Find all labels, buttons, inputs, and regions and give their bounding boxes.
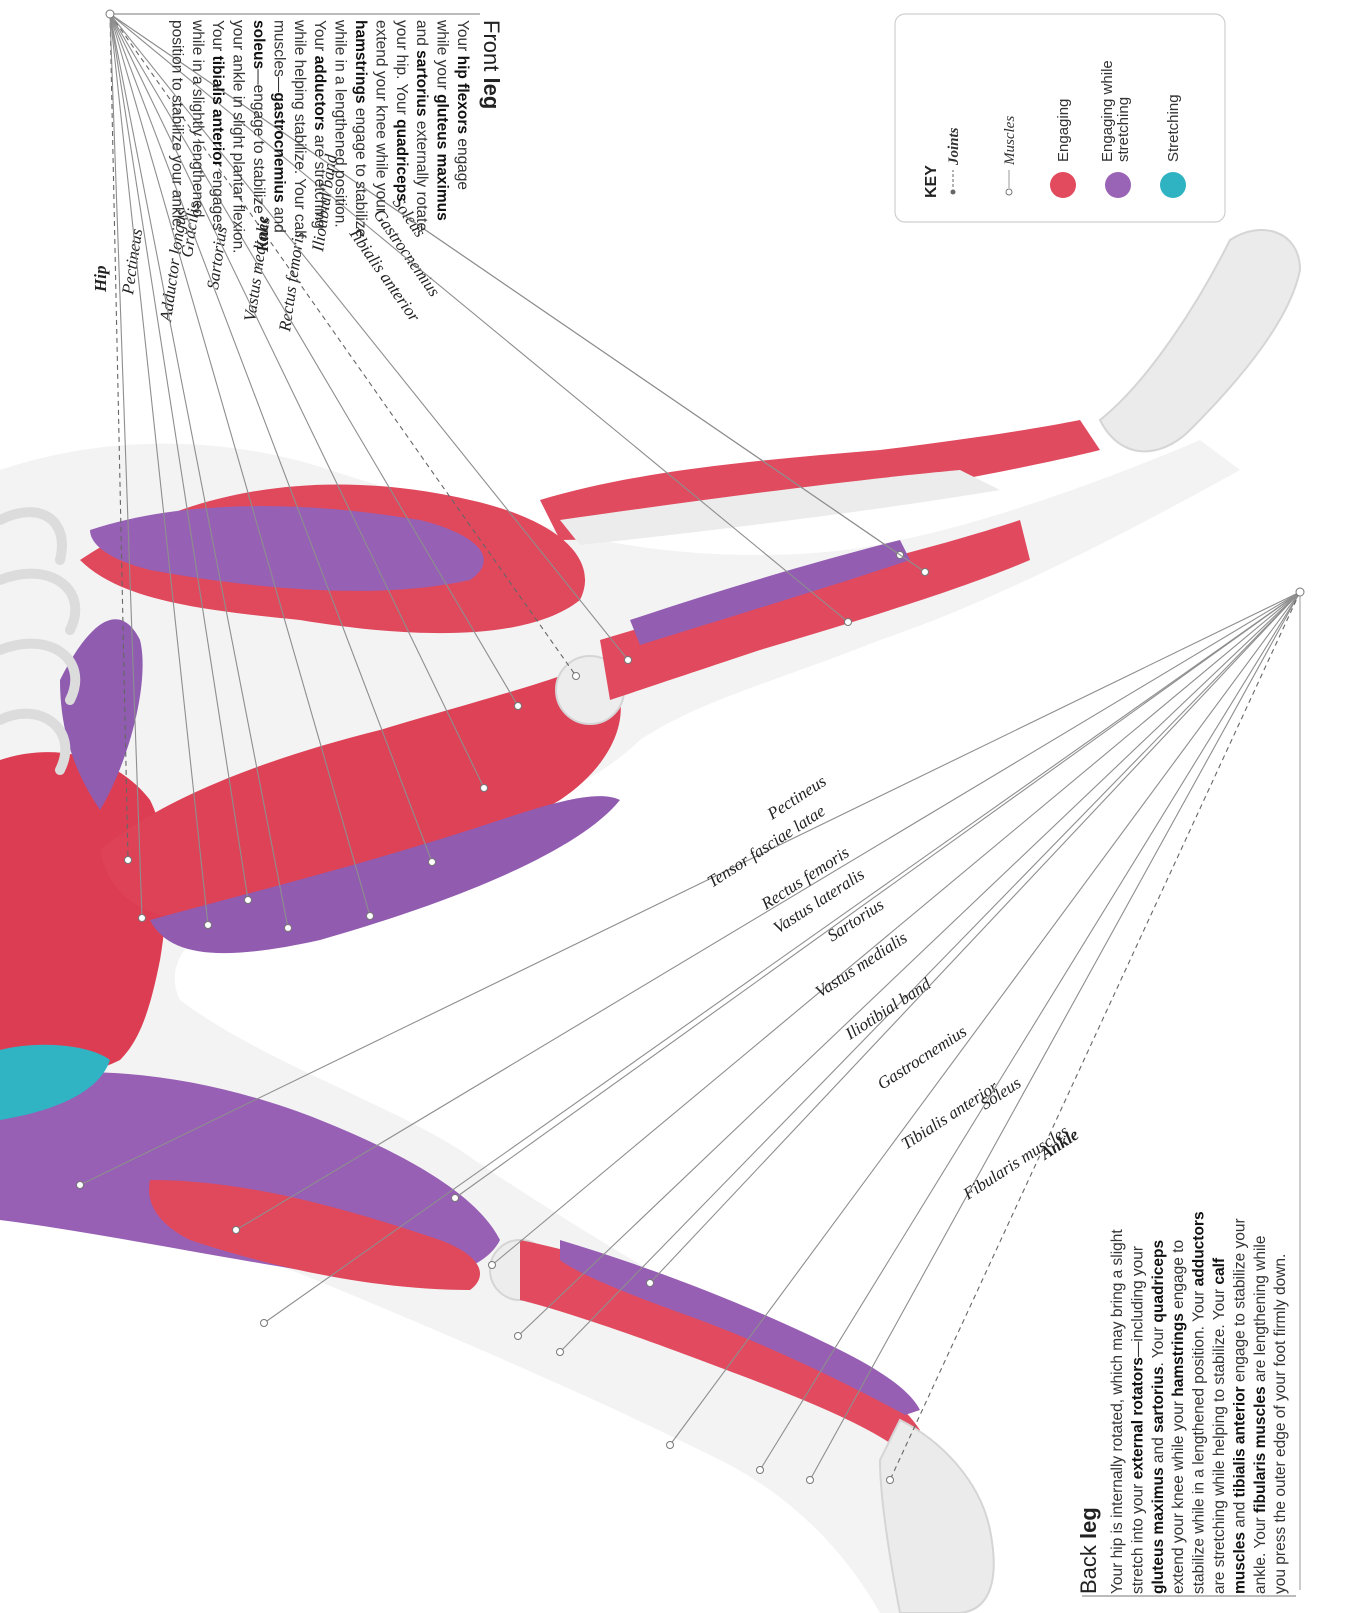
leg-anatomy-illustration — [0, 230, 1300, 1613]
pointer-front-iliotibial-band — [481, 785, 488, 792]
front-leg-paragraph-line: soleus—engage to stabilize — [250, 20, 267, 214]
pointer-back-vastus-medialis — [515, 1333, 522, 1340]
key-ews-line-2: stretching — [1115, 97, 1132, 162]
back-leg-paragraph-line: stabilize while in a lengthened position… — [1191, 1211, 1208, 1594]
pointer-back-iliotibial-band — [557, 1349, 564, 1356]
front-leg-paragraph-line: Your hip flexors engage — [454, 20, 471, 190]
label-back-fibularis-muscles: Fibularis muscles — [959, 1121, 1072, 1204]
back-label-origin-dot — [1296, 588, 1304, 596]
pointer-front-hip — [125, 857, 132, 864]
pointer-back-pectineus — [77, 1182, 84, 1189]
front-leg-paragraph-line: Your tibialis anterior engages — [209, 20, 226, 231]
back-leg-paragraph-line: ankle. Your fibularis muscles are length… — [1252, 1236, 1269, 1594]
front-leg-paragraph-line: your ankle in slight plantar flexion. — [230, 20, 247, 254]
back-leg-paragraph-line: Your hip is internally rotated, which ma… — [1109, 1229, 1126, 1594]
pointer-front-extra — [922, 569, 929, 576]
front-foot — [1100, 230, 1300, 451]
pointer-front-vastus-medialis — [367, 913, 374, 920]
pointer-front-tibialis-anterior — [515, 703, 522, 710]
key-stretching-label: Stretching — [1165, 94, 1182, 162]
back-leg-paragraph-line: stretch into your external rotators—incl… — [1129, 1246, 1146, 1594]
key-title: KEY — [923, 165, 940, 198]
key-legend: KEY Joints Muscles Engaging Engaging whi… — [895, 14, 1225, 222]
label-back-vastus-medialis: Vastus medialis — [812, 928, 911, 1002]
back-leg-paragraph-line: you press the outer edge of your foot fi… — [1272, 1254, 1289, 1594]
pointer-back-tibialis-anterior — [667, 1442, 674, 1449]
pointer-back-tensor-fasciae-latae — [233, 1227, 240, 1234]
key-ews-line-1: Engaging while — [1099, 60, 1116, 162]
engaging-swatch — [1050, 172, 1076, 198]
pointer-back-vastus-lateralis — [452, 1195, 459, 1202]
back-leg-paragraph-line: are stretching while helping to stabiliz… — [1211, 1257, 1228, 1594]
front-leg-paragraph-line: while in a slightly lengthened — [189, 19, 206, 217]
joint-marker-icon — [951, 190, 956, 195]
front-leg-paragraph-line: while helping stabilize. Your calf — [291, 19, 308, 239]
front-label-origin-dot — [106, 10, 114, 18]
front-leg-paragraph-line: extend your knee while your — [372, 20, 389, 213]
label-front-rectus-femoris: Rectus femoris — [275, 230, 308, 334]
front-leg-paragraph-line: while in a lengthened position. — [332, 19, 349, 228]
pointer-front-adductor-longus — [205, 922, 212, 929]
back-leg-text-block: Back leg Your hip is internally rotated,… — [1076, 1211, 1289, 1594]
back-leg-paragraph-line: extend your knee while your hamstrings e… — [1170, 1240, 1187, 1594]
pointer-back-ankle — [887, 1477, 894, 1484]
body-silhouette — [0, 440, 1240, 1613]
key-joints-label: Joints — [946, 127, 962, 166]
front-leg-heading: Front leg — [479, 20, 504, 109]
pointer-front-knee — [573, 673, 580, 680]
front-leg-paragraph-line: your hip. Your quadriceps — [393, 20, 410, 202]
front-leg-paragraph-line: Your adductors are stretching — [311, 20, 328, 229]
back-leg-paragraph-line: gluteus maximus and sartorius. Your quad… — [1150, 1240, 1167, 1594]
pointer-front-gracilis — [245, 897, 252, 904]
key-engaging-label: Engaging — [1055, 99, 1072, 162]
front-leg-paragraph-line: hamstrings engage to stabilize — [352, 20, 369, 237]
key-muscles-label: Muscles — [1002, 116, 1018, 166]
pointer-front-gastrocnemius — [625, 657, 632, 664]
stretching-swatch — [1160, 172, 1186, 198]
muscle-marker-icon — [1006, 189, 1012, 195]
back-leg-heading: Back leg — [1076, 1507, 1101, 1594]
pointer-back-gastrocnemius — [647, 1280, 654, 1287]
front-leg-paragraph-line: muscles—gastrocnemius and — [270, 20, 287, 233]
back-foot — [880, 1420, 994, 1613]
pointer-back-rectus-femoris — [261, 1320, 268, 1327]
pointer-back-soleus — [757, 1467, 764, 1474]
label-front-hip: Hip — [91, 266, 110, 293]
pointer-front-rectus-femoris — [429, 859, 436, 866]
front-leg-paragraph-line: while your gluteus maximus — [434, 19, 451, 221]
pointer-back-fibularis-muscles — [807, 1477, 814, 1484]
label-front-pectineus: Pectineus — [118, 227, 146, 296]
pointer-front-pectineus — [139, 915, 146, 922]
back-leg-paragraph: Your hip is internally rotated, which ma… — [1109, 1211, 1289, 1594]
pointer-front-soleus — [845, 619, 852, 626]
front-leg-paragraph-line: position to stabilize your ankle. — [168, 20, 185, 231]
pointer-front-sartorius — [285, 925, 292, 932]
label-front-knee: Knee — [253, 216, 272, 253]
engaging-while-stretching-swatch — [1105, 172, 1131, 198]
pointer-back-sartorius — [489, 1262, 496, 1269]
front-leg-paragraph-line: and sartorius externally rotate — [413, 20, 430, 231]
back-leg-paragraph-line: muscles and tibialis anterior engage to … — [1231, 1218, 1248, 1594]
